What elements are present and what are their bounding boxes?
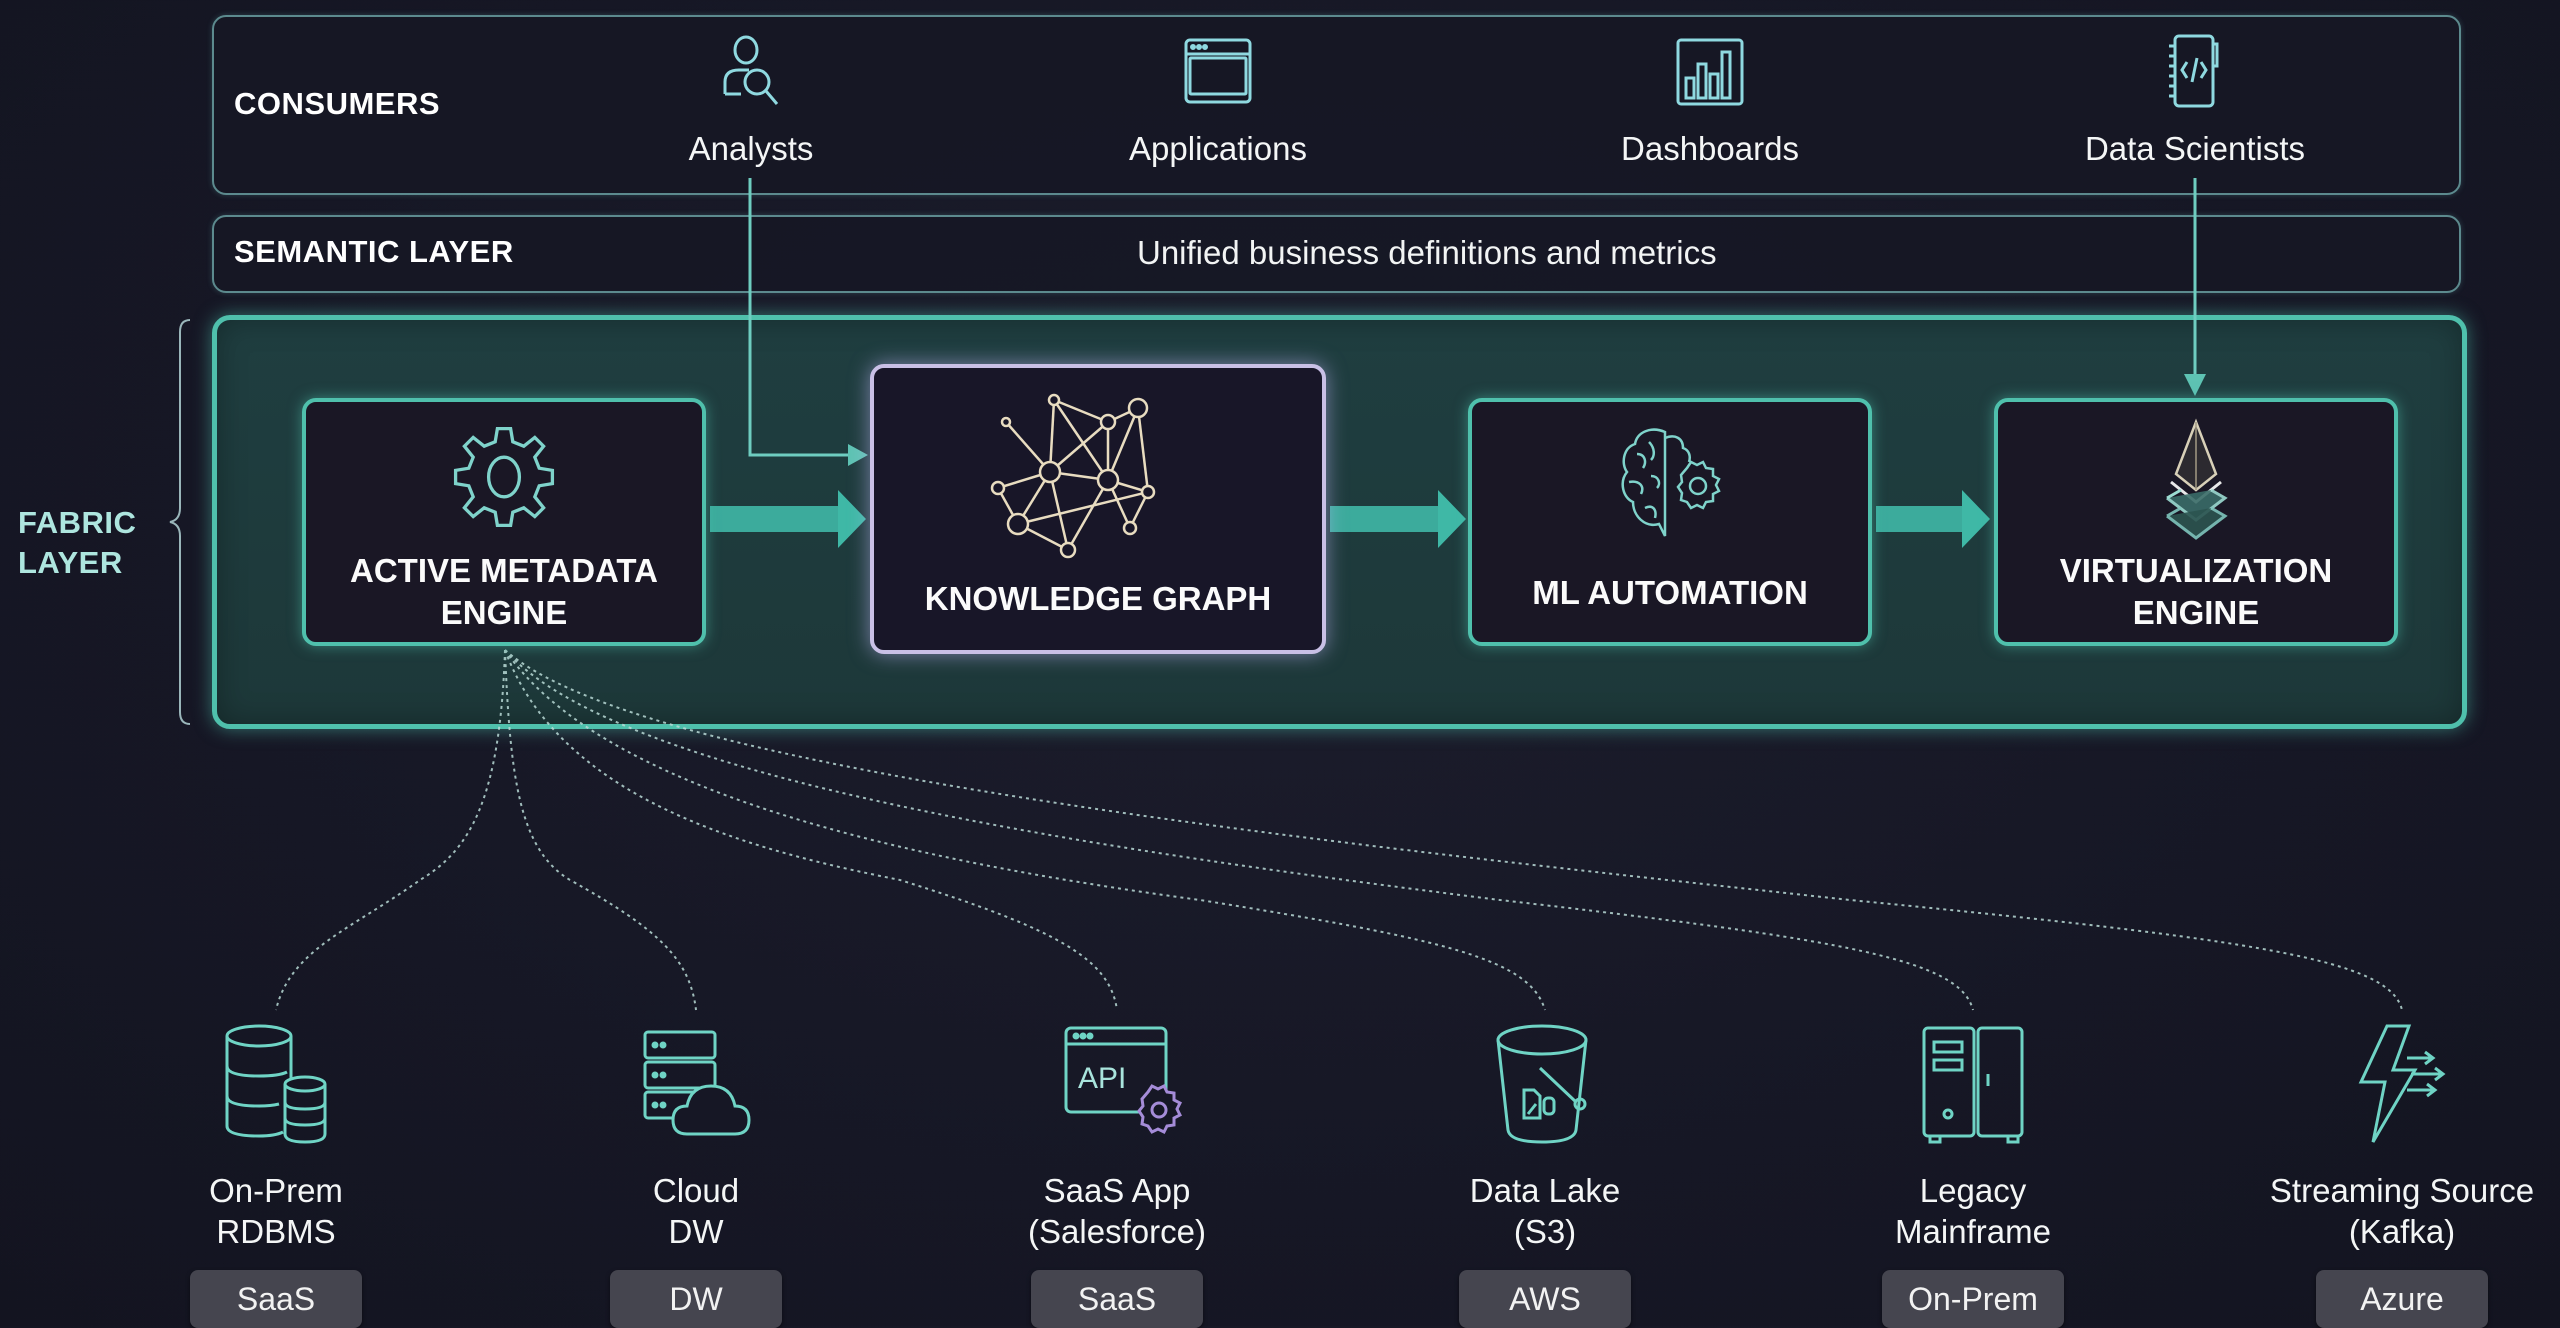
lineage-line-rdbms [275, 649, 506, 1011]
engine-name: ML AUTOMATION [1532, 574, 1808, 611]
flow-arrow-metadata-to-kg [710, 490, 866, 548]
fabric-label-line1: FABRIC [18, 505, 137, 540]
source-label: Streaming Source (Kafka) [2222, 1170, 2560, 1252]
engine-name: KNOWLEDGE GRAPH [924, 580, 1272, 617]
fabric-layer-label: FABRIC LAYER [18, 503, 136, 583]
source-badge: Azure [2316, 1270, 2488, 1328]
engine-name: ACTIVE METADATA ENGINE [306, 550, 702, 634]
bucket-icon [1496, 1024, 1588, 1144]
source-badge: AWS [1459, 1270, 1631, 1328]
virtualization-engine[interactable]: VIRTUALIZATION ENGINE [1994, 398, 2398, 646]
analyst-search-icon [723, 35, 779, 105]
source-label-line1: Streaming Source [2269, 1172, 2535, 1209]
source-label: SaaS App (Salesforce) [937, 1170, 1297, 1252]
source-badge: DW [610, 1270, 782, 1328]
source-label-line2: DW [668, 1213, 724, 1250]
source-label-line2: (Kafka) [2348, 1213, 2456, 1250]
consumer-applications[interactable]: Applications [1068, 30, 1368, 168]
consumer-data-scientists[interactable]: Data Scientists [2045, 30, 2345, 168]
code-notebook-icon [2169, 34, 2219, 108]
fabric-label-line2: LAYER [18, 545, 123, 580]
brain-gear-icon [1621, 428, 1721, 537]
engine-name-line2: ENGINE [2132, 594, 2260, 631]
lineage-line-mainframe [504, 649, 1974, 1011]
source-badge: On-Prem [1882, 1270, 2064, 1328]
consumer-dashboards[interactable]: Dashboards [1560, 30, 1860, 168]
source-badge: SaaS [190, 1270, 362, 1328]
semantic-layer-description: Unified business definitions and metrics [1137, 234, 1717, 271]
server-cloud-icon [643, 1030, 751, 1136]
database-icon [225, 1024, 327, 1144]
source-label: Legacy Mainframe [1793, 1170, 2153, 1252]
semantic-layer-panel [212, 215, 2461, 293]
lineage-line-streaming [504, 649, 2403, 1011]
source-label-line2: (S3) [1513, 1213, 1577, 1250]
source-label-line1: SaaS App [1043, 1172, 1191, 1209]
active-metadata-engine[interactable]: ACTIVE METADATA ENGINE [302, 398, 706, 646]
source-label-line2: RDBMS [216, 1213, 336, 1250]
ml-automation-engine[interactable]: ML AUTOMATION [1468, 398, 1872, 646]
lineage-line-cloud-dw [504, 649, 697, 1011]
source-label: Cloud DW [516, 1170, 876, 1252]
consumers-title: CONSUMERS [234, 86, 441, 121]
data-scientists-connector-arrowhead [2184, 374, 2206, 396]
bar-chart-icon [1676, 38, 1744, 106]
semantic-layer-title: SEMANTIC LAYER [234, 234, 514, 269]
source-label: Data Lake (S3) [1365, 1170, 1725, 1252]
source-on-prem-rdbms[interactable]: On-Prem RDBMS SaaS [96, 1018, 456, 1328]
source-legacy-mainframe[interactable]: Legacy Mainframe On-Prem [1793, 1018, 2153, 1328]
flow-arrow-ml-to-virtualization [1876, 490, 1990, 548]
stream-bolt-icon [2358, 1024, 2446, 1143]
source-label-line1: Cloud [652, 1172, 740, 1209]
consumers-panel [212, 15, 2461, 195]
consumer-analysts[interactable]: Analysts [601, 30, 901, 168]
source-badge: SaaS [1031, 1270, 1203, 1328]
source-data-lake[interactable]: Data Lake (S3) AWS [1365, 1018, 1725, 1328]
mainframe-icon [1922, 1026, 2024, 1144]
source-label-line1: On-Prem [209, 1172, 343, 1209]
engine-name-line1: VIRTUALIZATION [2059, 552, 2333, 589]
app-window-icon [1184, 38, 1252, 104]
analysts-connector-arrowhead [848, 444, 868, 466]
source-label: On-Prem RDBMS [96, 1170, 456, 1252]
source-label-line2: Mainframe [1895, 1213, 2051, 1250]
engine-name-line2: ENGINE [440, 594, 568, 631]
gear-icon [453, 426, 555, 528]
consumer-label: Dashboards [1621, 130, 1799, 167]
consumer-label: Data Scientists [2084, 130, 2306, 167]
source-saas-app[interactable]: API SaaS App (Salesforce) SaaS [937, 1018, 1297, 1328]
engine-name-line1: ACTIVE METADATA [350, 552, 658, 589]
fabric-bracket [169, 319, 191, 725]
lineage-line-saas [504, 649, 1118, 1011]
svg-text:API: API [1078, 1062, 1126, 1095]
api-gear-icon: API [1064, 1026, 1183, 1135]
source-cloud-dw[interactable]: Cloud DW DW [516, 1018, 876, 1328]
consumer-label: Analysts [688, 130, 814, 167]
source-label-line1: Legacy [1919, 1172, 2027, 1209]
source-streaming-kafka[interactable]: Streaming Source (Kafka) Azure [2222, 1018, 2560, 1328]
layers-pyramid-icon [2166, 418, 2228, 540]
network-graph-icon [990, 393, 1156, 559]
source-label-line1: Data Lake [1469, 1172, 1621, 1209]
lineage-line-data-lake [504, 649, 1546, 1011]
source-label-line2: (Salesforce) [1028, 1213, 1206, 1250]
engine-name: VIRTUALIZATION ENGINE [1998, 550, 2394, 634]
consumer-label: Applications [1129, 130, 1307, 167]
analysts-to-knowledge-graph-connector [748, 178, 852, 457]
knowledge-graph-engine[interactable]: KNOWLEDGE GRAPH [870, 364, 1326, 654]
flow-arrow-kg-to-ml [1330, 490, 1466, 548]
